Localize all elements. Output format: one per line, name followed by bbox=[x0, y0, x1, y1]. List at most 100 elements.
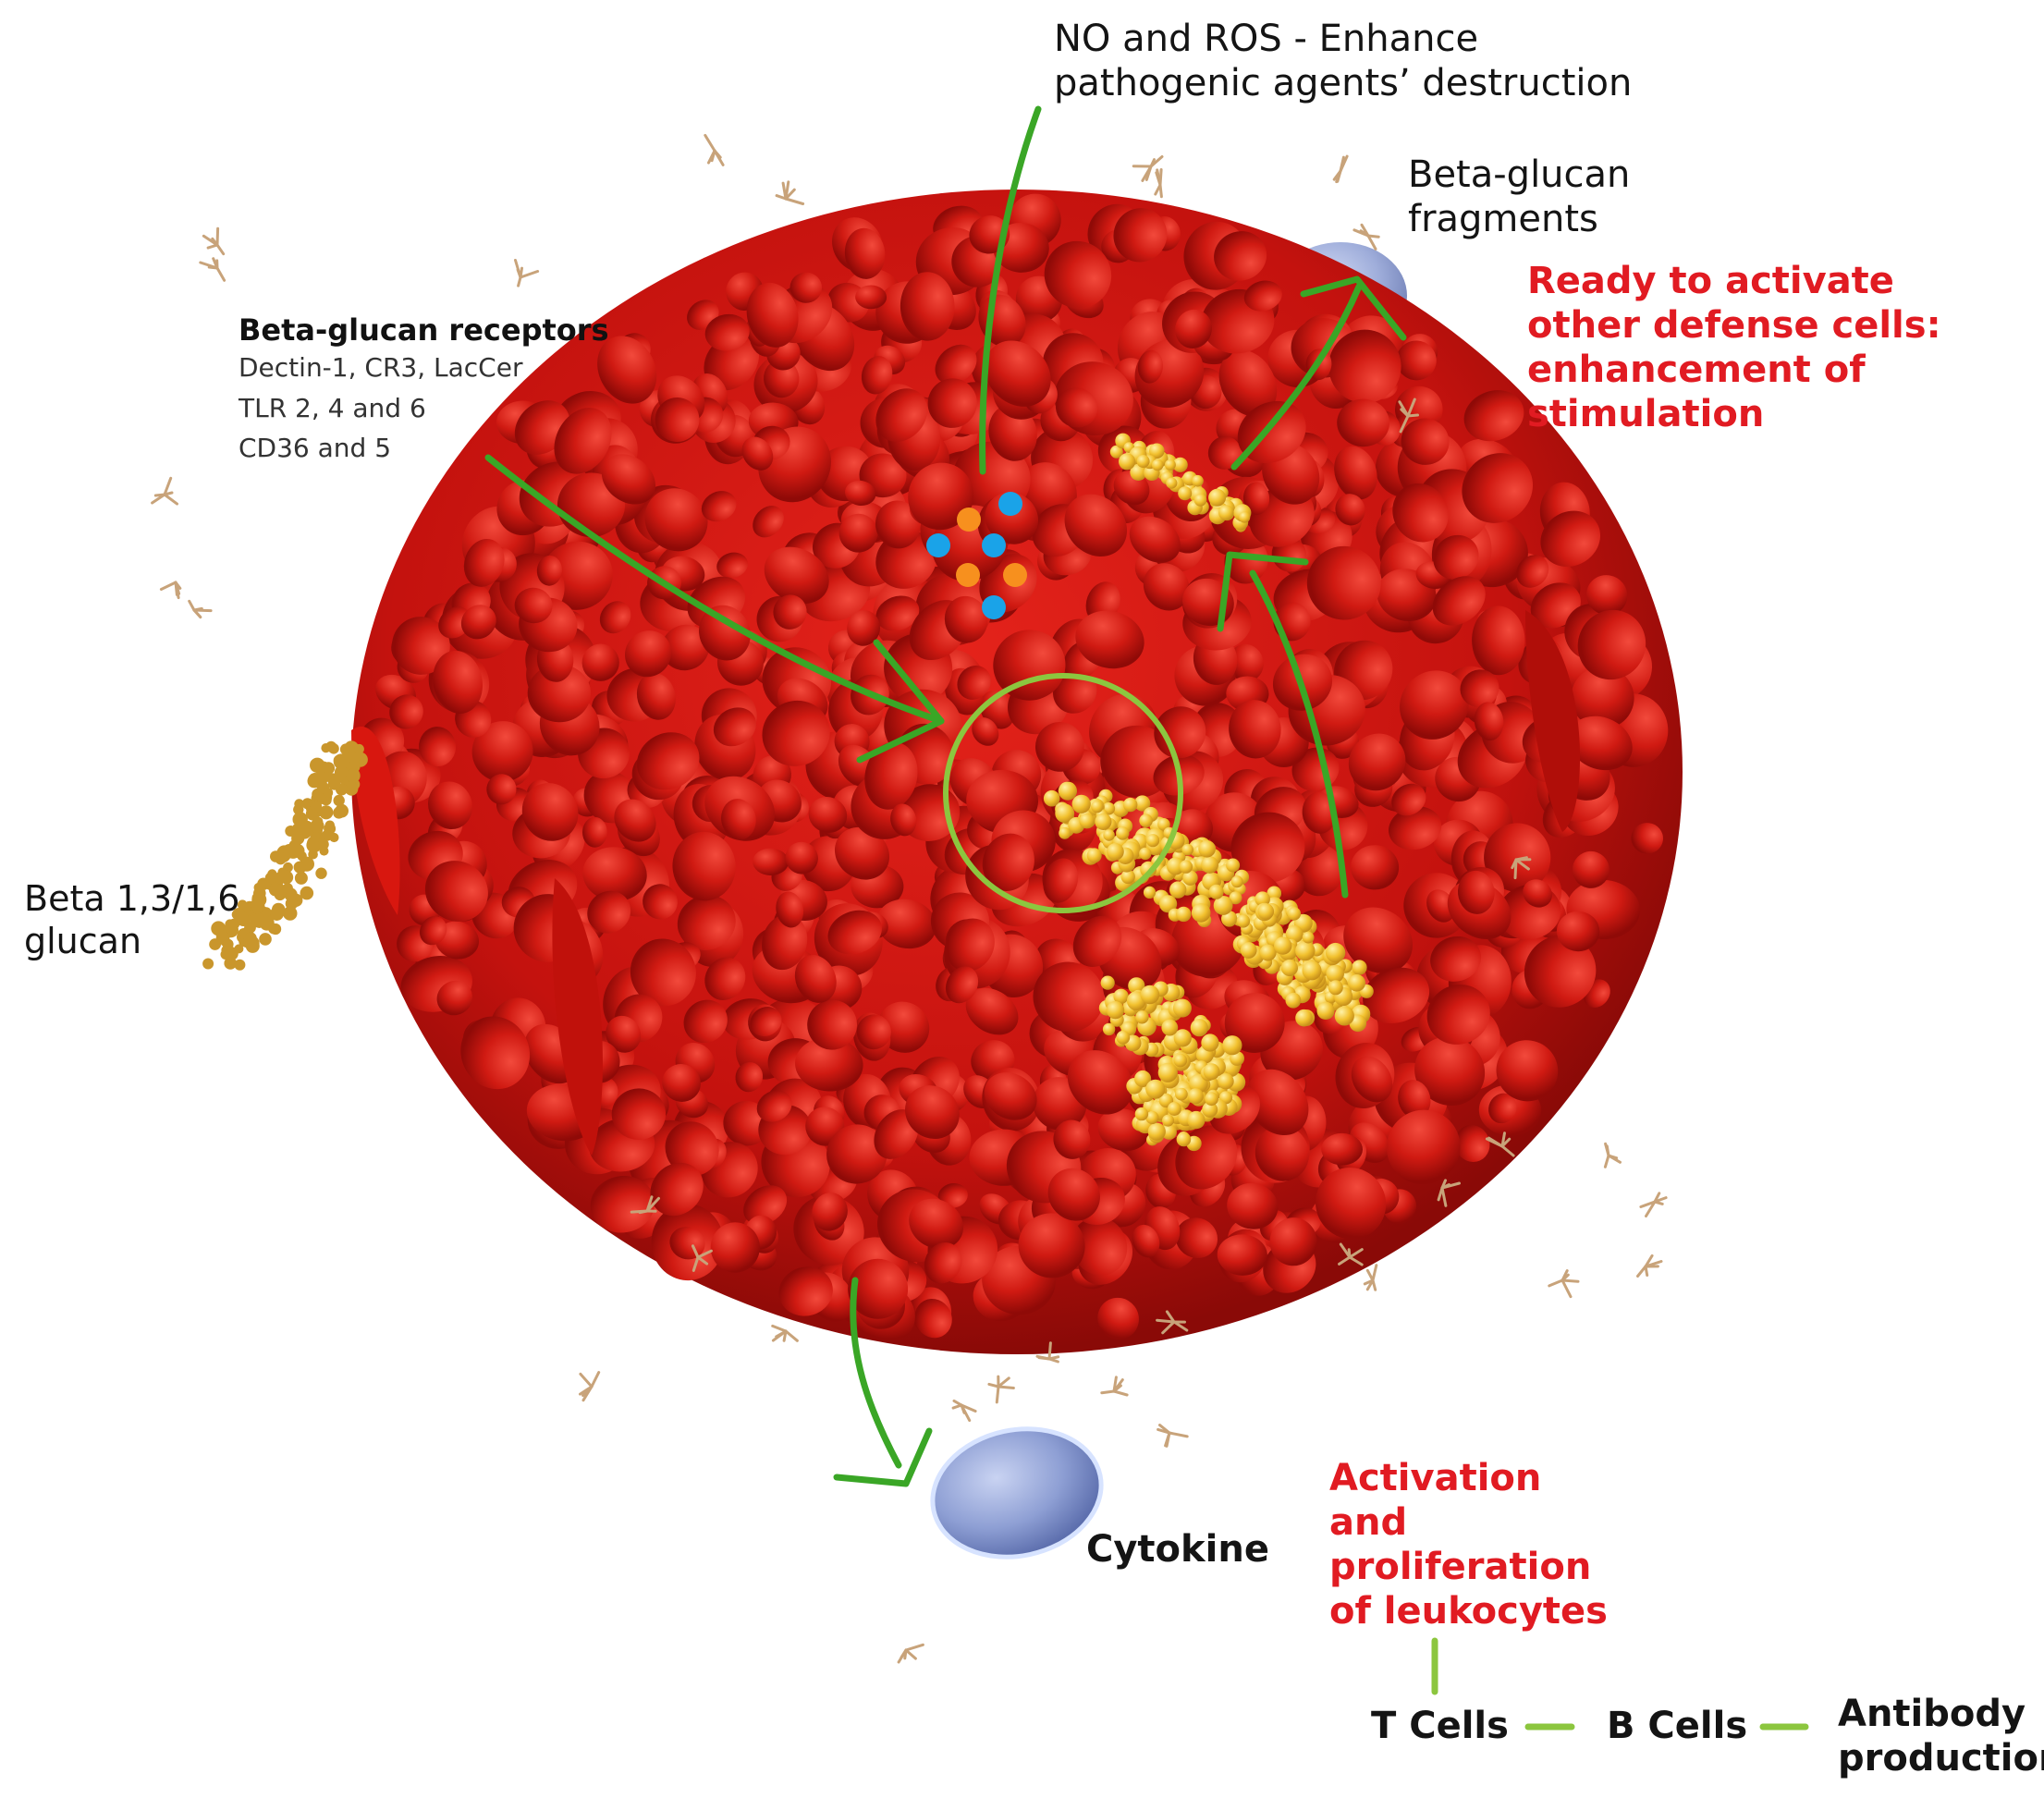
fragment-stroke bbox=[579, 1385, 594, 1396]
fragment-stroke bbox=[771, 1324, 788, 1333]
fragment-stroke bbox=[1371, 1264, 1378, 1282]
glucan-bead bbox=[1173, 1029, 1192, 1047]
cell-bump bbox=[764, 546, 829, 605]
fragment-stroke bbox=[1348, 1255, 1364, 1266]
fragment-stroke bbox=[215, 226, 220, 247]
glucan-bead bbox=[283, 906, 298, 921]
fragment-stroke bbox=[1168, 1431, 1189, 1438]
glucan-bead bbox=[250, 912, 266, 928]
cell-bump bbox=[1398, 1080, 1431, 1119]
glucan-bead bbox=[1167, 1102, 1181, 1116]
fragment-stroke bbox=[1653, 1200, 1664, 1205]
cell-bump bbox=[630, 938, 696, 1007]
antibody-label: Antibody production bbox=[1838, 1692, 2044, 1780]
cell-bump bbox=[834, 826, 890, 880]
glucan-bead bbox=[244, 932, 257, 945]
cell-bump bbox=[1075, 610, 1144, 669]
fragment-stroke bbox=[1047, 1357, 1059, 1364]
cell-bump bbox=[972, 717, 999, 746]
cell-bump bbox=[672, 831, 736, 901]
cell-bump bbox=[1242, 482, 1270, 515]
cell-bump bbox=[636, 672, 676, 720]
glucan-bead bbox=[1190, 1019, 1208, 1037]
cell-bump bbox=[1217, 1234, 1267, 1276]
glucan-bead bbox=[1239, 511, 1251, 523]
glucan-bead bbox=[1175, 1087, 1188, 1101]
ros-dot bbox=[998, 492, 1022, 516]
cell-bump bbox=[1230, 812, 1305, 883]
glucan-bead bbox=[324, 820, 336, 831]
cell-bump bbox=[1454, 1124, 1490, 1163]
cell-bump bbox=[1571, 666, 1634, 729]
cell-bump bbox=[844, 480, 876, 507]
cell-bump bbox=[392, 617, 450, 675]
cell-bump bbox=[1018, 1213, 1085, 1278]
fragment-stroke bbox=[692, 1244, 700, 1259]
glucan-bead bbox=[319, 805, 334, 820]
cell-bump bbox=[743, 1185, 788, 1225]
fragment-stroke bbox=[514, 259, 522, 279]
cell-bump bbox=[1530, 582, 1581, 629]
fragment-stroke bbox=[1155, 171, 1162, 187]
cell-bump bbox=[581, 643, 619, 681]
fragment-stroke bbox=[997, 1376, 1010, 1388]
cell-bump bbox=[1315, 1168, 1387, 1240]
cell-bump bbox=[701, 491, 737, 522]
fragment-stroke bbox=[1348, 1248, 1364, 1259]
cell-bump bbox=[1426, 985, 1490, 1045]
glucan-bead bbox=[1119, 453, 1136, 471]
fragment-stroke bbox=[1487, 1136, 1504, 1148]
no-ros-label: NO and ROS - Enhance pathogenic agents’ … bbox=[1054, 17, 1632, 105]
cell-bump bbox=[1401, 418, 1450, 465]
cell-bump bbox=[778, 1266, 833, 1316]
glucan-bead bbox=[1334, 1006, 1354, 1026]
cell-bump bbox=[536, 555, 563, 586]
cell-bump bbox=[460, 1016, 531, 1090]
receptor-item: CD36 and 5 bbox=[239, 433, 392, 464]
cell-bump bbox=[1214, 231, 1267, 281]
cell-bump bbox=[1071, 1217, 1128, 1276]
cell-bump bbox=[877, 1001, 930, 1053]
glucan-bead bbox=[1113, 988, 1129, 1005]
cell-bump bbox=[1586, 575, 1628, 616]
cell-bump bbox=[741, 436, 774, 471]
antibody-line: Antibody bbox=[1838, 1693, 2026, 1735]
fragment-stroke bbox=[1172, 1320, 1189, 1332]
cell-bump bbox=[1391, 783, 1426, 816]
cell-bump bbox=[665, 1121, 719, 1176]
glucan-bead bbox=[1287, 907, 1302, 921]
fragment-stroke bbox=[1607, 1154, 1622, 1164]
fragment-stroke bbox=[579, 1372, 594, 1388]
glucan-line: glucan bbox=[24, 920, 142, 961]
fragment-stroke bbox=[1406, 398, 1416, 418]
fragment-stroke bbox=[1149, 155, 1164, 168]
fragment-stroke bbox=[1639, 1200, 1657, 1208]
glucan-bead bbox=[300, 886, 314, 900]
cell-bump bbox=[587, 890, 631, 934]
fragment-stroke bbox=[645, 1195, 654, 1213]
glucan-bead bbox=[327, 777, 341, 790]
cell-bump bbox=[982, 833, 1034, 891]
cell-bump bbox=[1348, 733, 1406, 791]
cell-bump bbox=[1577, 609, 1646, 680]
b-cells-label: B Cells bbox=[1607, 1704, 1747, 1748]
glucan-bead bbox=[354, 743, 364, 754]
cell-bump bbox=[927, 378, 977, 428]
cell-bump bbox=[750, 1007, 782, 1036]
glucan-bead bbox=[269, 907, 284, 921]
glucan-bead bbox=[310, 801, 323, 813]
glucan-bead bbox=[1055, 803, 1075, 824]
fragment-stroke bbox=[1366, 234, 1380, 239]
glucan-bead bbox=[1348, 974, 1365, 992]
fragment-stroke bbox=[1338, 1255, 1352, 1266]
phagocytosis-circle bbox=[943, 673, 1183, 913]
cell-bump bbox=[1343, 907, 1413, 973]
glucan-bead bbox=[1182, 870, 1198, 886]
cell-bump bbox=[601, 454, 655, 505]
glucan-bead bbox=[1226, 858, 1241, 873]
glucan-bead bbox=[1255, 891, 1270, 907]
cell-bump bbox=[389, 694, 423, 729]
arrow-to-no-ros bbox=[979, 105, 1042, 475]
cell-bump bbox=[735, 1061, 764, 1093]
glucan-bead bbox=[1295, 940, 1316, 961]
